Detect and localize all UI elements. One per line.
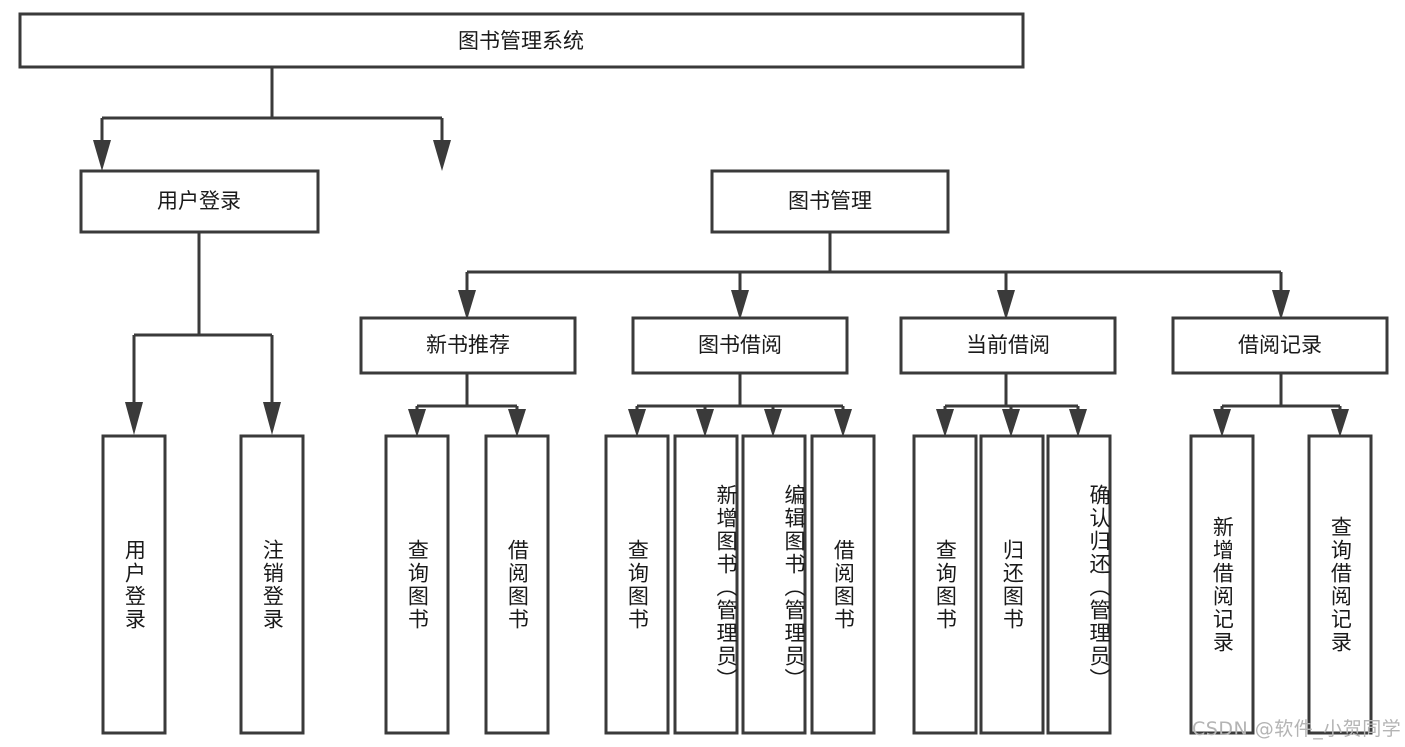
connector-bookmanage-to-level3 — [458, 232, 1290, 320]
leaf-box-new-book-2[interactable] — [484, 434, 550, 735]
leaf-box-book-borrow-1[interactable] — [604, 434, 670, 735]
node-book-borrow-box[interactable] — [631, 316, 849, 375]
arrow-userlogin-leaf-1 — [125, 402, 143, 435]
connector-root-to-level2 — [93, 67, 451, 171]
node-borrow-record-label: 借阅记录 — [1238, 333, 1322, 357]
connector-newbook-to-leaves — [408, 373, 526, 437]
leaf-box-current-borrow-1[interactable] — [912, 434, 978, 735]
leaf-box-book-borrow-4[interactable] — [810, 434, 876, 735]
leaf-box-current-borrow-2[interactable] — [979, 434, 1045, 735]
watermark: CSDN @软件_小贺同学 — [1192, 718, 1402, 740]
node-user-login-box[interactable] — [79, 169, 320, 234]
node-current-borrow-label: 当前借阅 — [966, 333, 1050, 357]
arrow-borrowrecord-leaf-1 — [1213, 409, 1231, 437]
connector-bookborrow-to-leaves — [628, 373, 852, 437]
node-book-manage-label: 图书管理 — [788, 189, 872, 213]
node-current-borrow-box[interactable] — [899, 316, 1117, 375]
node-root-label: 图书管理系统 — [458, 29, 584, 53]
arrow-bookborrow-leaf-1 — [628, 409, 646, 437]
node-user-login-label: 用户登录 — [157, 189, 241, 213]
leaf-box-current-borrow-3[interactable] — [1046, 434, 1112, 735]
node-book-manage-box[interactable] — [710, 169, 950, 234]
arrow-newbook-leaf-1 — [408, 409, 426, 437]
leaf-box-user-login-1[interactable] — [101, 434, 167, 735]
arrow-root-to-book-manage — [433, 140, 451, 171]
arrow-currentborrow-leaf-1 — [936, 409, 954, 437]
node-new-book-recommend-box[interactable] — [359, 316, 577, 375]
node-root-box[interactable] — [18, 12, 1025, 69]
arrow-bookmanage-to-current-borrow — [997, 290, 1015, 320]
arrow-bookborrow-leaf-4 — [834, 409, 852, 437]
node-new-book-recommend[interactable]: 新书推荐 — [359, 316, 577, 375]
arrow-borrowrecord-leaf-2 — [1331, 409, 1349, 437]
arrow-bookmanage-to-book-borrow — [731, 290, 749, 320]
leaf-box-book-borrow-2[interactable] — [673, 434, 739, 735]
arrow-root-to-user-login — [93, 140, 111, 171]
connector-borrowrecord-to-leaves — [1213, 373, 1349, 437]
connector-currentborrow-to-leaves — [936, 373, 1087, 437]
arrow-bookmanage-to-borrow-record — [1272, 290, 1290, 320]
leaf-box-user-login-2[interactable] — [239, 434, 305, 735]
node-borrow-record[interactable]: 借阅记录 — [1171, 316, 1389, 375]
arrow-userlogin-leaf-2 — [263, 402, 281, 435]
arrow-bookborrow-leaf-3 — [764, 409, 782, 437]
arrow-currentborrow-leaf-3 — [1069, 409, 1087, 437]
leaf-box-borrow-record-1[interactable] — [1189, 434, 1255, 735]
arrow-bookborrow-leaf-2 — [696, 409, 714, 437]
node-user-login[interactable]: 用户登录 — [79, 169, 320, 234]
connector-userlogin-to-leaves — [125, 232, 281, 435]
leaf-box-borrow-record-2[interactable] — [1307, 434, 1373, 735]
arrow-currentborrow-leaf-2 — [1002, 409, 1020, 437]
arrow-bookmanage-to-new-book — [458, 290, 476, 320]
node-new-book-recommend-label: 新书推荐 — [426, 333, 510, 357]
node-book-borrow-label: 图书借阅 — [698, 333, 782, 357]
node-borrow-record-box[interactable] — [1171, 316, 1389, 375]
arrow-newbook-leaf-2 — [508, 409, 526, 437]
node-current-borrow[interactable]: 当前借阅 — [899, 316, 1117, 375]
leaf-box-book-borrow-3[interactable] — [741, 434, 807, 735]
node-book-manage[interactable]: 图书管理 — [710, 169, 950, 234]
node-root[interactable]: 图书管理系统 — [18, 12, 1025, 69]
leaf-box-new-book-1[interactable] — [384, 434, 450, 735]
node-book-borrow[interactable]: 图书借阅 — [631, 316, 849, 375]
